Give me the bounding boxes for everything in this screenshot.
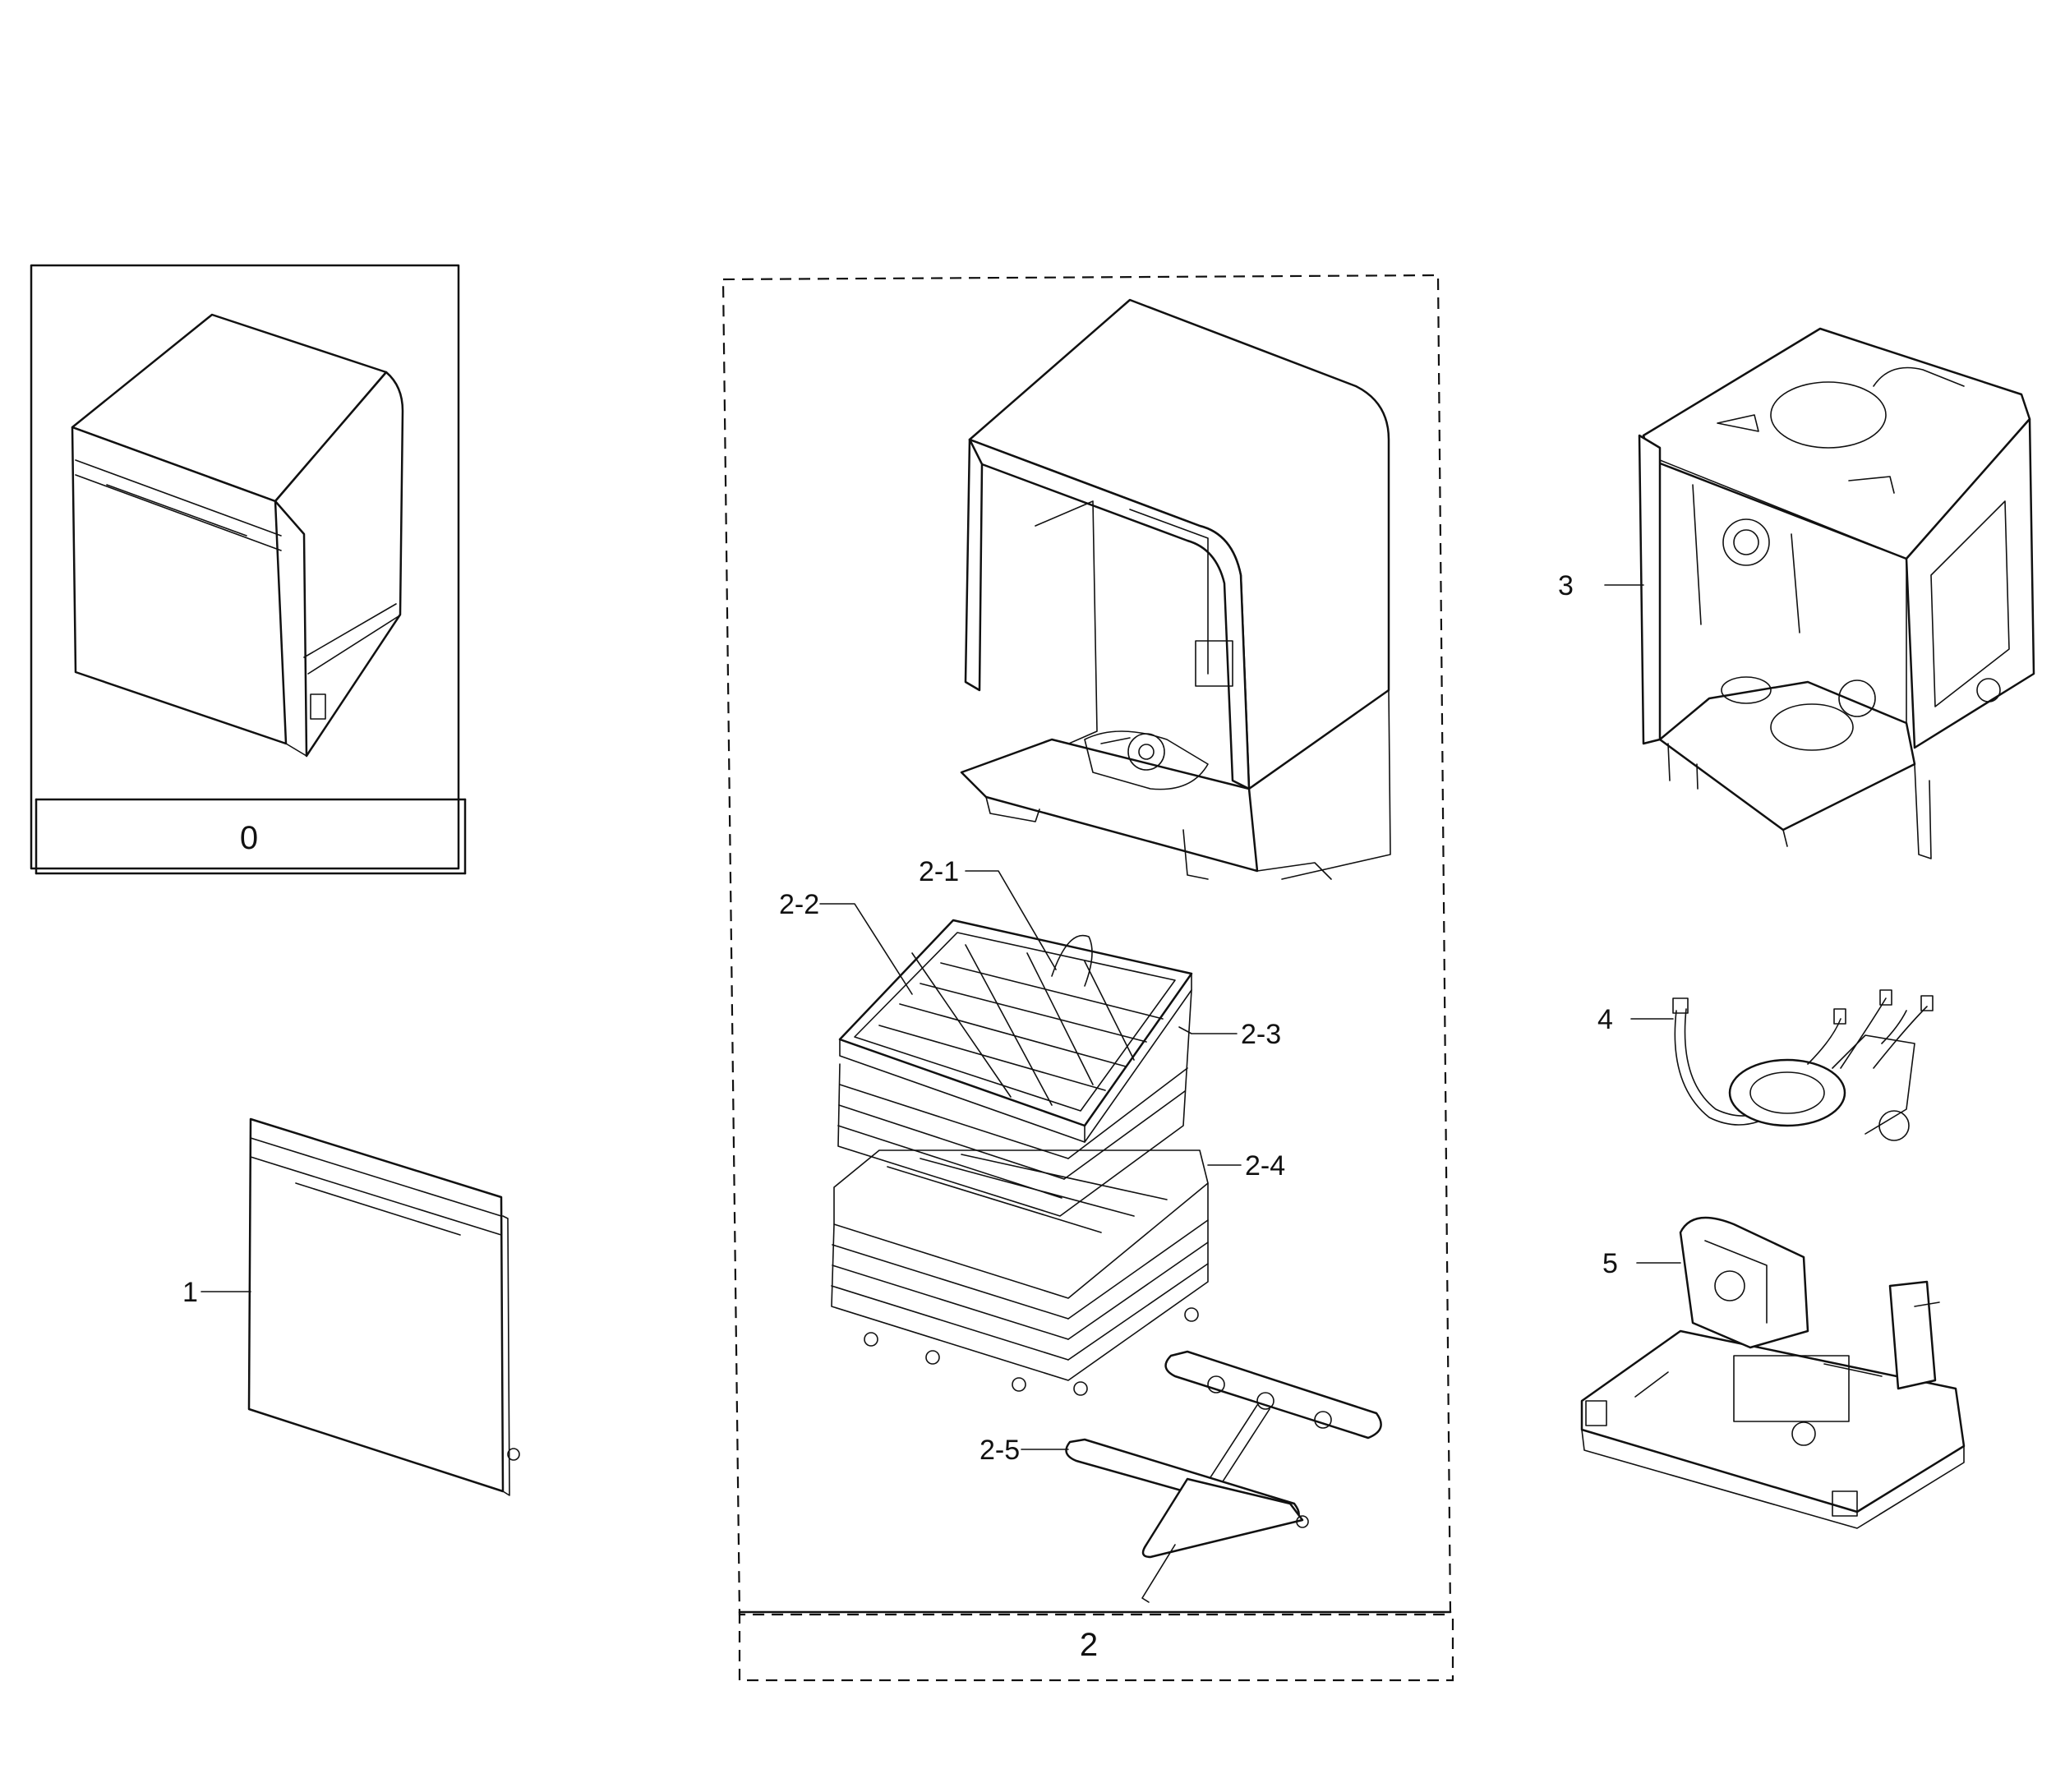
callout-5: 5 [1602,1248,1618,1279]
callout-2-4: 2-4 [1245,1150,1285,1182]
assembly-2-box: 2 [721,274,1454,1682]
callout-1: 1 [182,1277,198,1308]
assembly-2-label: 2 [1080,1627,1098,1663]
outer-cabinet-illustration [960,298,1391,880]
callout-3: 3 [1558,570,1574,601]
door-panel-illustration [247,1117,520,1496]
hose-pump-illustration [1672,989,1934,1141]
spray-arm-illustration [1065,1350,1382,1603]
callout-4: 4 [1597,1004,1613,1035]
base-illustration [1580,1216,1966,1529]
callout-2-1: 2-1 [919,856,959,887]
racks-illustration [831,919,1209,1396]
callout-2-5: 2-5 [979,1435,1020,1466]
callout-2-3: 2-3 [1241,1019,1281,1050]
assembly-0-label: 0 [240,820,258,856]
callout-2-2: 2-2 [779,889,819,920]
complete-dishwasher-illustration [71,313,404,758]
assembly-0-box: 0 [30,264,467,875]
tub-frame-illustration [1638,327,2035,859]
